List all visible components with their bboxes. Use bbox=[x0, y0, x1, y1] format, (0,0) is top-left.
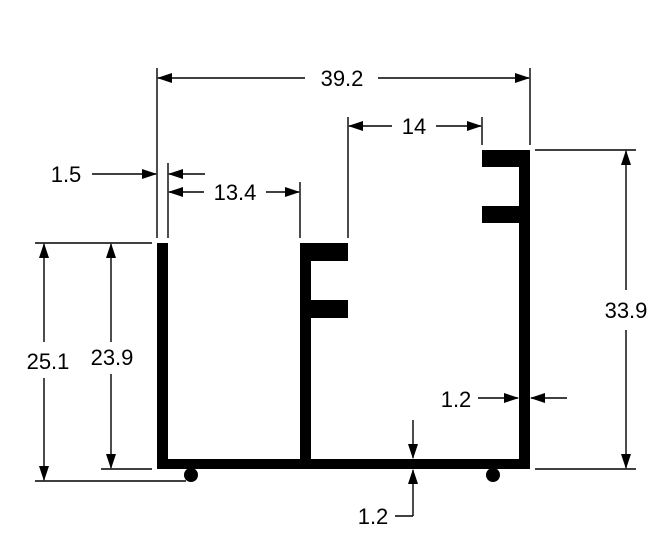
right-hook-bottom bbox=[482, 206, 530, 223]
aluminum-profile bbox=[157, 150, 530, 482]
inner-left-height-label: 23.9 bbox=[91, 345, 134, 370]
dimension-overall-width: 39.2 bbox=[156, 66, 531, 238]
dimension-wall-thickness: 1.5 bbox=[51, 162, 205, 238]
right-height-label: 33.9 bbox=[605, 298, 648, 323]
right-hook-top bbox=[482, 150, 530, 167]
dimension-outer-left-height: 25.1 bbox=[27, 242, 186, 482]
dimension-channel-width: 13.4 bbox=[168, 180, 301, 238]
left-foot bbox=[184, 468, 198, 482]
dimension-slot-width: 14 bbox=[347, 114, 483, 238]
slot-width-label: 14 bbox=[402, 114, 426, 139]
middle-hook-top bbox=[300, 243, 348, 261]
channel-width-label: 13.4 bbox=[214, 180, 257, 205]
right-wall-thickness-label: 1.2 bbox=[441, 387, 472, 412]
dimension-base-thickness: 1.2 bbox=[358, 420, 418, 529]
dimension-inner-left-height: 23.9 bbox=[91, 243, 152, 470]
base-wall bbox=[157, 459, 530, 469]
left-wall bbox=[157, 243, 168, 469]
dimension-right-wall-thickness: 1.2 bbox=[441, 387, 567, 412]
middle-hook-bottom bbox=[300, 300, 348, 318]
right-wall bbox=[519, 150, 530, 469]
base-thickness-label: 1.2 bbox=[358, 504, 389, 529]
dimension-right-height: 33.9 bbox=[535, 149, 648, 470]
right-foot bbox=[486, 468, 500, 482]
outer-left-height-label: 25.1 bbox=[27, 349, 70, 374]
overall-width-label: 39.2 bbox=[321, 66, 364, 91]
middle-wall bbox=[300, 243, 311, 469]
wall-thickness-label: 1.5 bbox=[51, 162, 82, 187]
